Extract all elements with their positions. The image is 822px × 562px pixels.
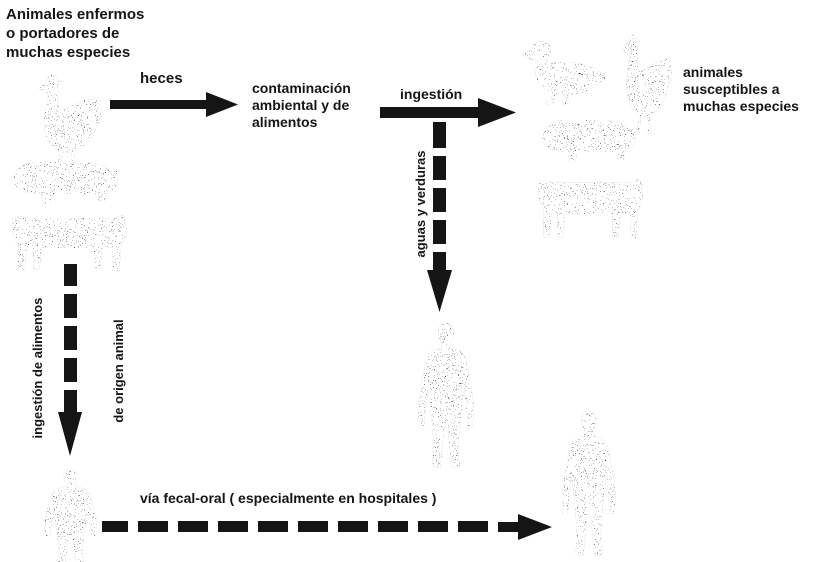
fecal-oral-label: vía fecal-oral ( especialmente en hospit… xyxy=(140,490,436,507)
contamination-label-line-1: contaminación xyxy=(252,80,351,97)
susceptible-pig-icon xyxy=(542,120,636,162)
food-ingestion-arrow xyxy=(58,264,82,456)
susceptible-animals-label-line-3: muchas especies xyxy=(683,98,799,115)
susceptible-cow-icon xyxy=(538,180,642,240)
source-cow-icon xyxy=(12,215,126,272)
source-animals-label-line-1: Animales enfermos xyxy=(6,5,144,24)
source-animals-label-line-2: o portadores de xyxy=(6,24,144,43)
human-figure-icon xyxy=(419,323,474,468)
heces-label: heces xyxy=(140,70,183,88)
susceptible-duck-icon xyxy=(522,41,606,104)
source-chicken-icon xyxy=(39,75,101,169)
susceptible-animals-label: animales susceptibles a muchas especies xyxy=(683,64,799,115)
water-vegetables-arrow xyxy=(427,122,452,312)
contamination-label-line-2: ambiental y de xyxy=(252,97,351,114)
human-figure-icon xyxy=(44,471,96,562)
source-animals-label-line-3: muchas especies xyxy=(6,43,144,62)
contamination-label-line-3: alimentos xyxy=(252,114,351,131)
animal-origin-label: de origen animal xyxy=(111,301,127,441)
susceptible-animals-label-line-1: animales xyxy=(683,64,799,81)
fecal-oral-arrow xyxy=(102,514,552,540)
source-pig-icon xyxy=(13,162,119,204)
contamination-label: contaminación ambiental y de alimentos xyxy=(252,80,351,131)
human-figure-icon xyxy=(562,411,615,556)
heces-arrow xyxy=(110,92,238,117)
source-animals-label: Animales enfermos o portadores de muchas… xyxy=(6,5,144,62)
water-vegetables-label: aguas y verduras xyxy=(413,129,429,279)
susceptible-animals-label-line-2: susceptibles a xyxy=(683,81,799,98)
susceptible-chicken-icon xyxy=(623,35,672,133)
food-ingestion-label: ingestión de alimentos xyxy=(30,278,46,458)
ingestion-label: ingestión xyxy=(400,86,462,103)
